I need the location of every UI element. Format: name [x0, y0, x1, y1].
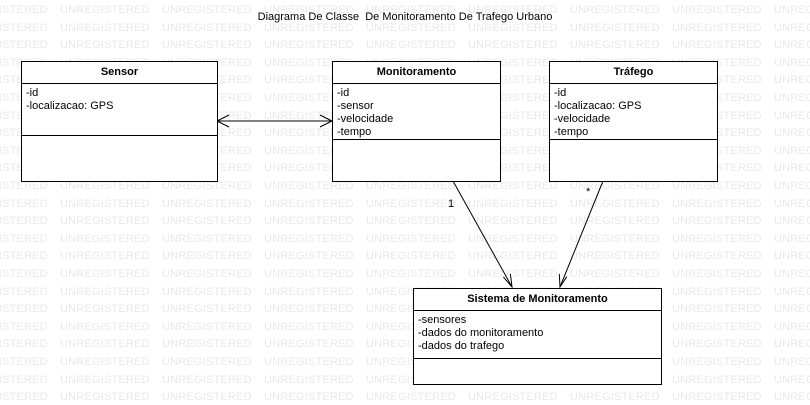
attribute: -localizacao: GPS [26, 100, 114, 112]
class-monitoramento[interactable]: Monitoramento -id -sensor -velocidade -t… [332, 61, 501, 182]
association-monitoramento-sistema[interactable] [452, 180, 513, 288]
attribute: -id [26, 87, 39, 99]
diagram-title: Diagrama De Classe De Monitoramento De T… [257, 11, 553, 23]
class-name-sistema: Sistema de Monitoramento [414, 289, 661, 311]
class-name-trafego: Tráfego [550, 62, 717, 84]
attribute: -id [554, 87, 567, 99]
attributes-monitoramento: -id -sensor -velocidade -tempo [333, 84, 500, 140]
attributes-sensor: -id -localizacao: GPS [22, 84, 217, 136]
association-trafego-sistema[interactable] [559, 180, 604, 288]
attribute: -velocidade [554, 113, 611, 125]
multiplicity-monitoramento: 1 [448, 198, 455, 210]
operations-sistema [414, 359, 661, 384]
attribute: -dados do monitoramento [418, 327, 544, 339]
attributes-sistema: -sensores -dados do monitoramento -dados… [414, 311, 661, 359]
attribute: -tempo [337, 126, 372, 138]
multiplicity-trafego: * [586, 186, 591, 198]
operations-sensor [22, 136, 217, 181]
class-name-sensor: Sensor [22, 62, 217, 84]
class-name-monitoramento: Monitoramento [333, 62, 500, 84]
class-sistema-de-monitoramento[interactable]: Sistema de Monitoramento -sensores -dado… [413, 288, 662, 385]
attribute: -id [337, 87, 350, 99]
operations-monitoramento [333, 140, 500, 181]
class-sensor[interactable]: Sensor -id -localizacao: GPS [21, 61, 218, 182]
class-trafego[interactable]: Tráfego -id -localizacao: GPS -velocidad… [549, 61, 718, 182]
arrowhead-sistema-from-trafego [558, 273, 568, 289]
attribute: -sensores [418, 314, 467, 326]
attributes-trafego: -id -localizacao: GPS -velocidade -tempo [550, 84, 717, 140]
attribute: -localizacao: GPS [554, 100, 642, 112]
attribute: -sensor [337, 100, 374, 112]
arrowhead-sistema-from-monitoramento [503, 273, 513, 289]
attribute: -tempo [554, 126, 589, 138]
attribute: -velocidade [337, 113, 394, 125]
attribute: -dados do trafego [418, 340, 505, 352]
operations-trafego [550, 140, 717, 181]
